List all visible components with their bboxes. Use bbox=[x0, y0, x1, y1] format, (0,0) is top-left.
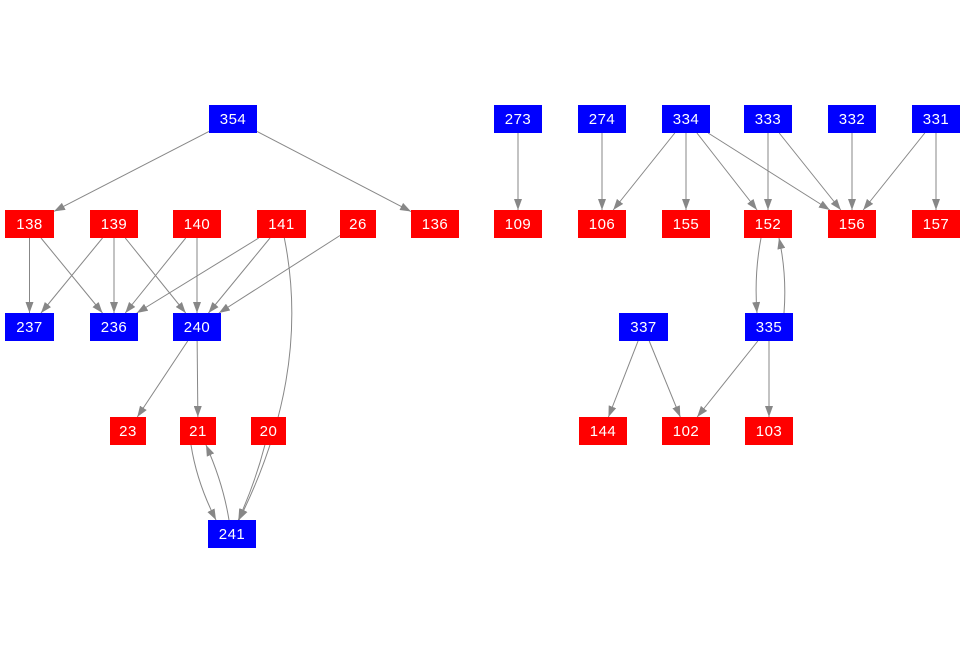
node-label: 139 bbox=[100, 215, 128, 233]
edge-26-to-240 bbox=[218, 235, 341, 314]
node-332: 332 bbox=[828, 105, 876, 133]
node-106: 106 bbox=[578, 210, 626, 238]
edge-141-to-241 bbox=[238, 237, 293, 521]
node-label: 337 bbox=[630, 318, 657, 336]
edge-337-to-144 bbox=[607, 340, 639, 418]
node-label: 331 bbox=[922, 110, 950, 128]
edge-21-to-241 bbox=[190, 444, 217, 521]
node-273: 273 bbox=[494, 105, 542, 133]
edge-241-to-21 bbox=[205, 444, 230, 521]
node-140: 140 bbox=[173, 210, 221, 238]
node-label: 138 bbox=[16, 215, 43, 233]
node-label: 155 bbox=[672, 215, 700, 233]
edge-240-to-23 bbox=[136, 340, 189, 418]
node-label: 335 bbox=[755, 318, 783, 336]
node-label: 332 bbox=[838, 110, 866, 128]
node-156: 156 bbox=[828, 210, 876, 238]
node-label: 141 bbox=[268, 215, 295, 233]
node-label: 144 bbox=[589, 422, 617, 440]
node-138: 138 bbox=[5, 210, 54, 238]
node-label: 241 bbox=[218, 525, 246, 543]
edge-152-to-335 bbox=[752, 237, 762, 314]
node-label: 334 bbox=[672, 110, 700, 128]
edge-139-to-240 bbox=[124, 237, 187, 314]
edge-141-to-236 bbox=[136, 237, 259, 314]
node-240: 240 bbox=[173, 313, 221, 341]
node-102: 102 bbox=[662, 417, 710, 445]
node-23: 23 bbox=[110, 417, 146, 445]
node-label: 102 bbox=[672, 422, 700, 440]
edge-141-to-240 bbox=[208, 237, 271, 314]
node-236: 236 bbox=[90, 313, 138, 341]
node-label: 354 bbox=[219, 110, 247, 128]
node-331: 331 bbox=[912, 105, 960, 133]
node-20: 20 bbox=[251, 417, 286, 445]
node-label: 21 bbox=[189, 422, 207, 440]
edge-335-to-102 bbox=[696, 340, 759, 418]
edge-138-to-236 bbox=[40, 237, 103, 314]
node-label: 333 bbox=[754, 110, 782, 128]
edge-333-to-156 bbox=[778, 132, 842, 211]
node-label: 156 bbox=[838, 215, 866, 233]
edge-331-to-156 bbox=[862, 132, 926, 211]
node-136: 136 bbox=[411, 210, 459, 238]
node-label: 23 bbox=[119, 422, 137, 440]
node-label: 103 bbox=[755, 422, 783, 440]
edge-335-to-152 bbox=[777, 237, 786, 314]
edge-354-to-138 bbox=[53, 130, 210, 212]
node-103: 103 bbox=[745, 417, 793, 445]
node-109: 109 bbox=[494, 210, 542, 238]
node-337: 337 bbox=[619, 313, 668, 341]
node-335: 335 bbox=[745, 313, 793, 341]
node-237: 237 bbox=[5, 313, 54, 341]
node-label: 26 bbox=[349, 215, 367, 233]
edge-337-to-102 bbox=[648, 340, 681, 418]
node-label: 20 bbox=[259, 422, 278, 440]
edge-334-to-156 bbox=[707, 132, 831, 211]
node-label: 109 bbox=[504, 215, 532, 233]
node-label: 136 bbox=[421, 215, 449, 233]
edge-139-to-237 bbox=[40, 237, 103, 314]
node-label: 273 bbox=[504, 110, 532, 128]
node-label: 152 bbox=[754, 215, 782, 233]
edge-140-to-236 bbox=[124, 237, 187, 314]
node-144: 144 bbox=[579, 417, 627, 445]
node-334: 334 bbox=[662, 105, 710, 133]
node-152: 152 bbox=[744, 210, 792, 238]
node-label: 240 bbox=[183, 318, 211, 336]
node-21: 21 bbox=[180, 417, 216, 445]
node-155: 155 bbox=[662, 210, 710, 238]
node-139: 139 bbox=[90, 210, 138, 238]
node-333: 333 bbox=[744, 105, 792, 133]
node-label: 106 bbox=[588, 215, 616, 233]
node-157: 157 bbox=[912, 210, 960, 238]
node-label: 274 bbox=[588, 110, 616, 128]
node-26: 26 bbox=[340, 210, 376, 238]
node-141: 141 bbox=[257, 210, 306, 238]
edge-240-to-21 bbox=[193, 340, 202, 418]
node-241: 241 bbox=[208, 520, 256, 548]
node-label: 237 bbox=[16, 318, 43, 336]
edge-334-to-152 bbox=[696, 132, 758, 211]
node-label: 236 bbox=[100, 318, 128, 336]
edge-20-to-241 bbox=[237, 444, 266, 521]
node-label: 140 bbox=[183, 215, 211, 233]
node-label: 157 bbox=[922, 215, 950, 233]
edge-334-to-106 bbox=[612, 132, 676, 211]
node-354: 354 bbox=[209, 105, 257, 133]
edge-354-to-136 bbox=[256, 131, 412, 212]
node-274: 274 bbox=[578, 105, 626, 133]
